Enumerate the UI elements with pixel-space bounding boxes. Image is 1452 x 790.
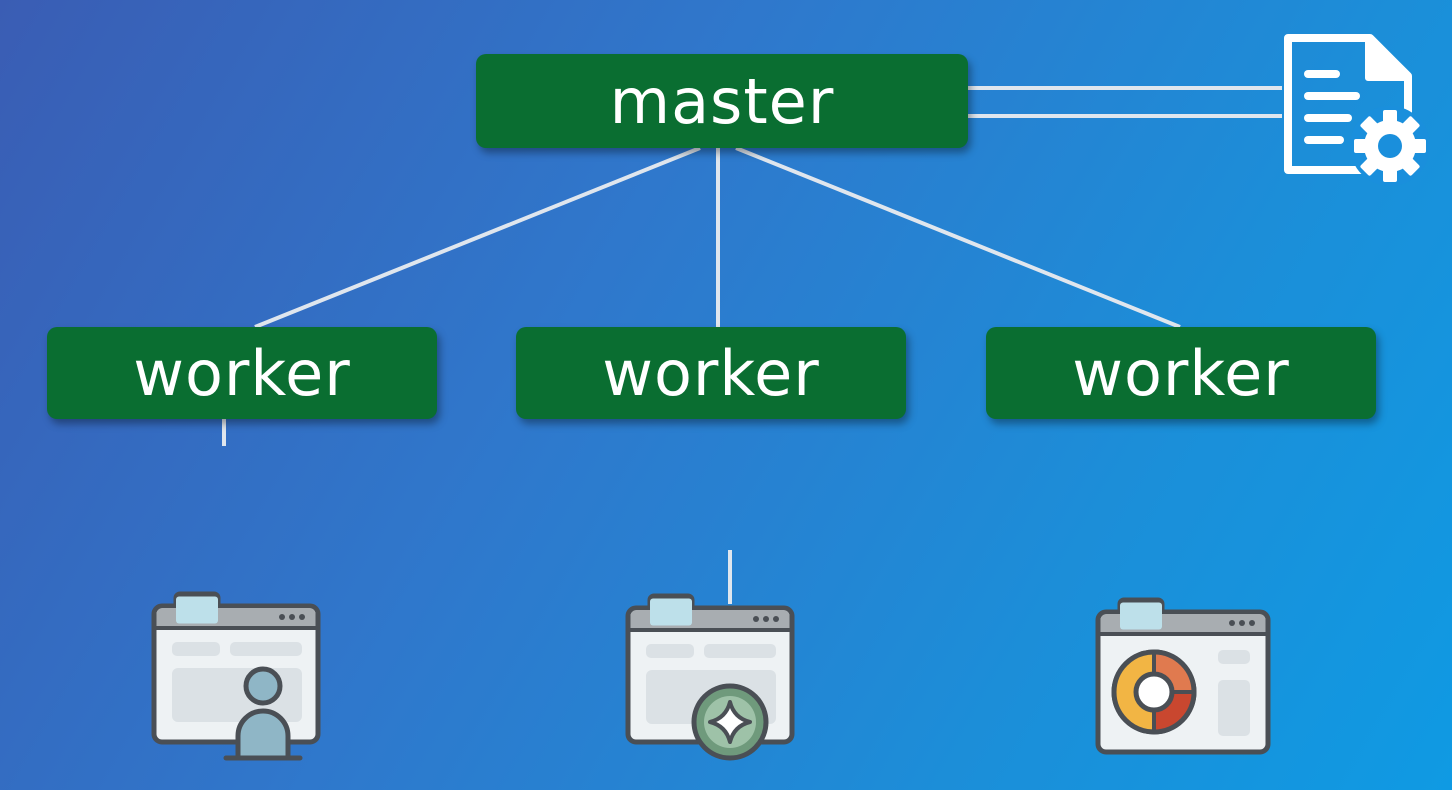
star-window-icon (625, 593, 795, 761)
user-window-icon (151, 591, 321, 761)
master-to-worker-3-line (735, 146, 1181, 329)
master-to-worker-1-line (254, 146, 701, 329)
worker-node-3: worker (986, 327, 1376, 419)
worker-label: worker (1072, 336, 1290, 410)
config-document-gear-icon (1284, 34, 1430, 186)
master-node: master (476, 54, 968, 148)
worker-label: worker (133, 336, 351, 410)
worker-label: worker (602, 336, 820, 410)
chart-window-icon (1095, 597, 1271, 755)
worker-node-2: worker (516, 327, 906, 419)
master-label: master (609, 64, 835, 138)
worker-node-1: worker (47, 327, 437, 419)
